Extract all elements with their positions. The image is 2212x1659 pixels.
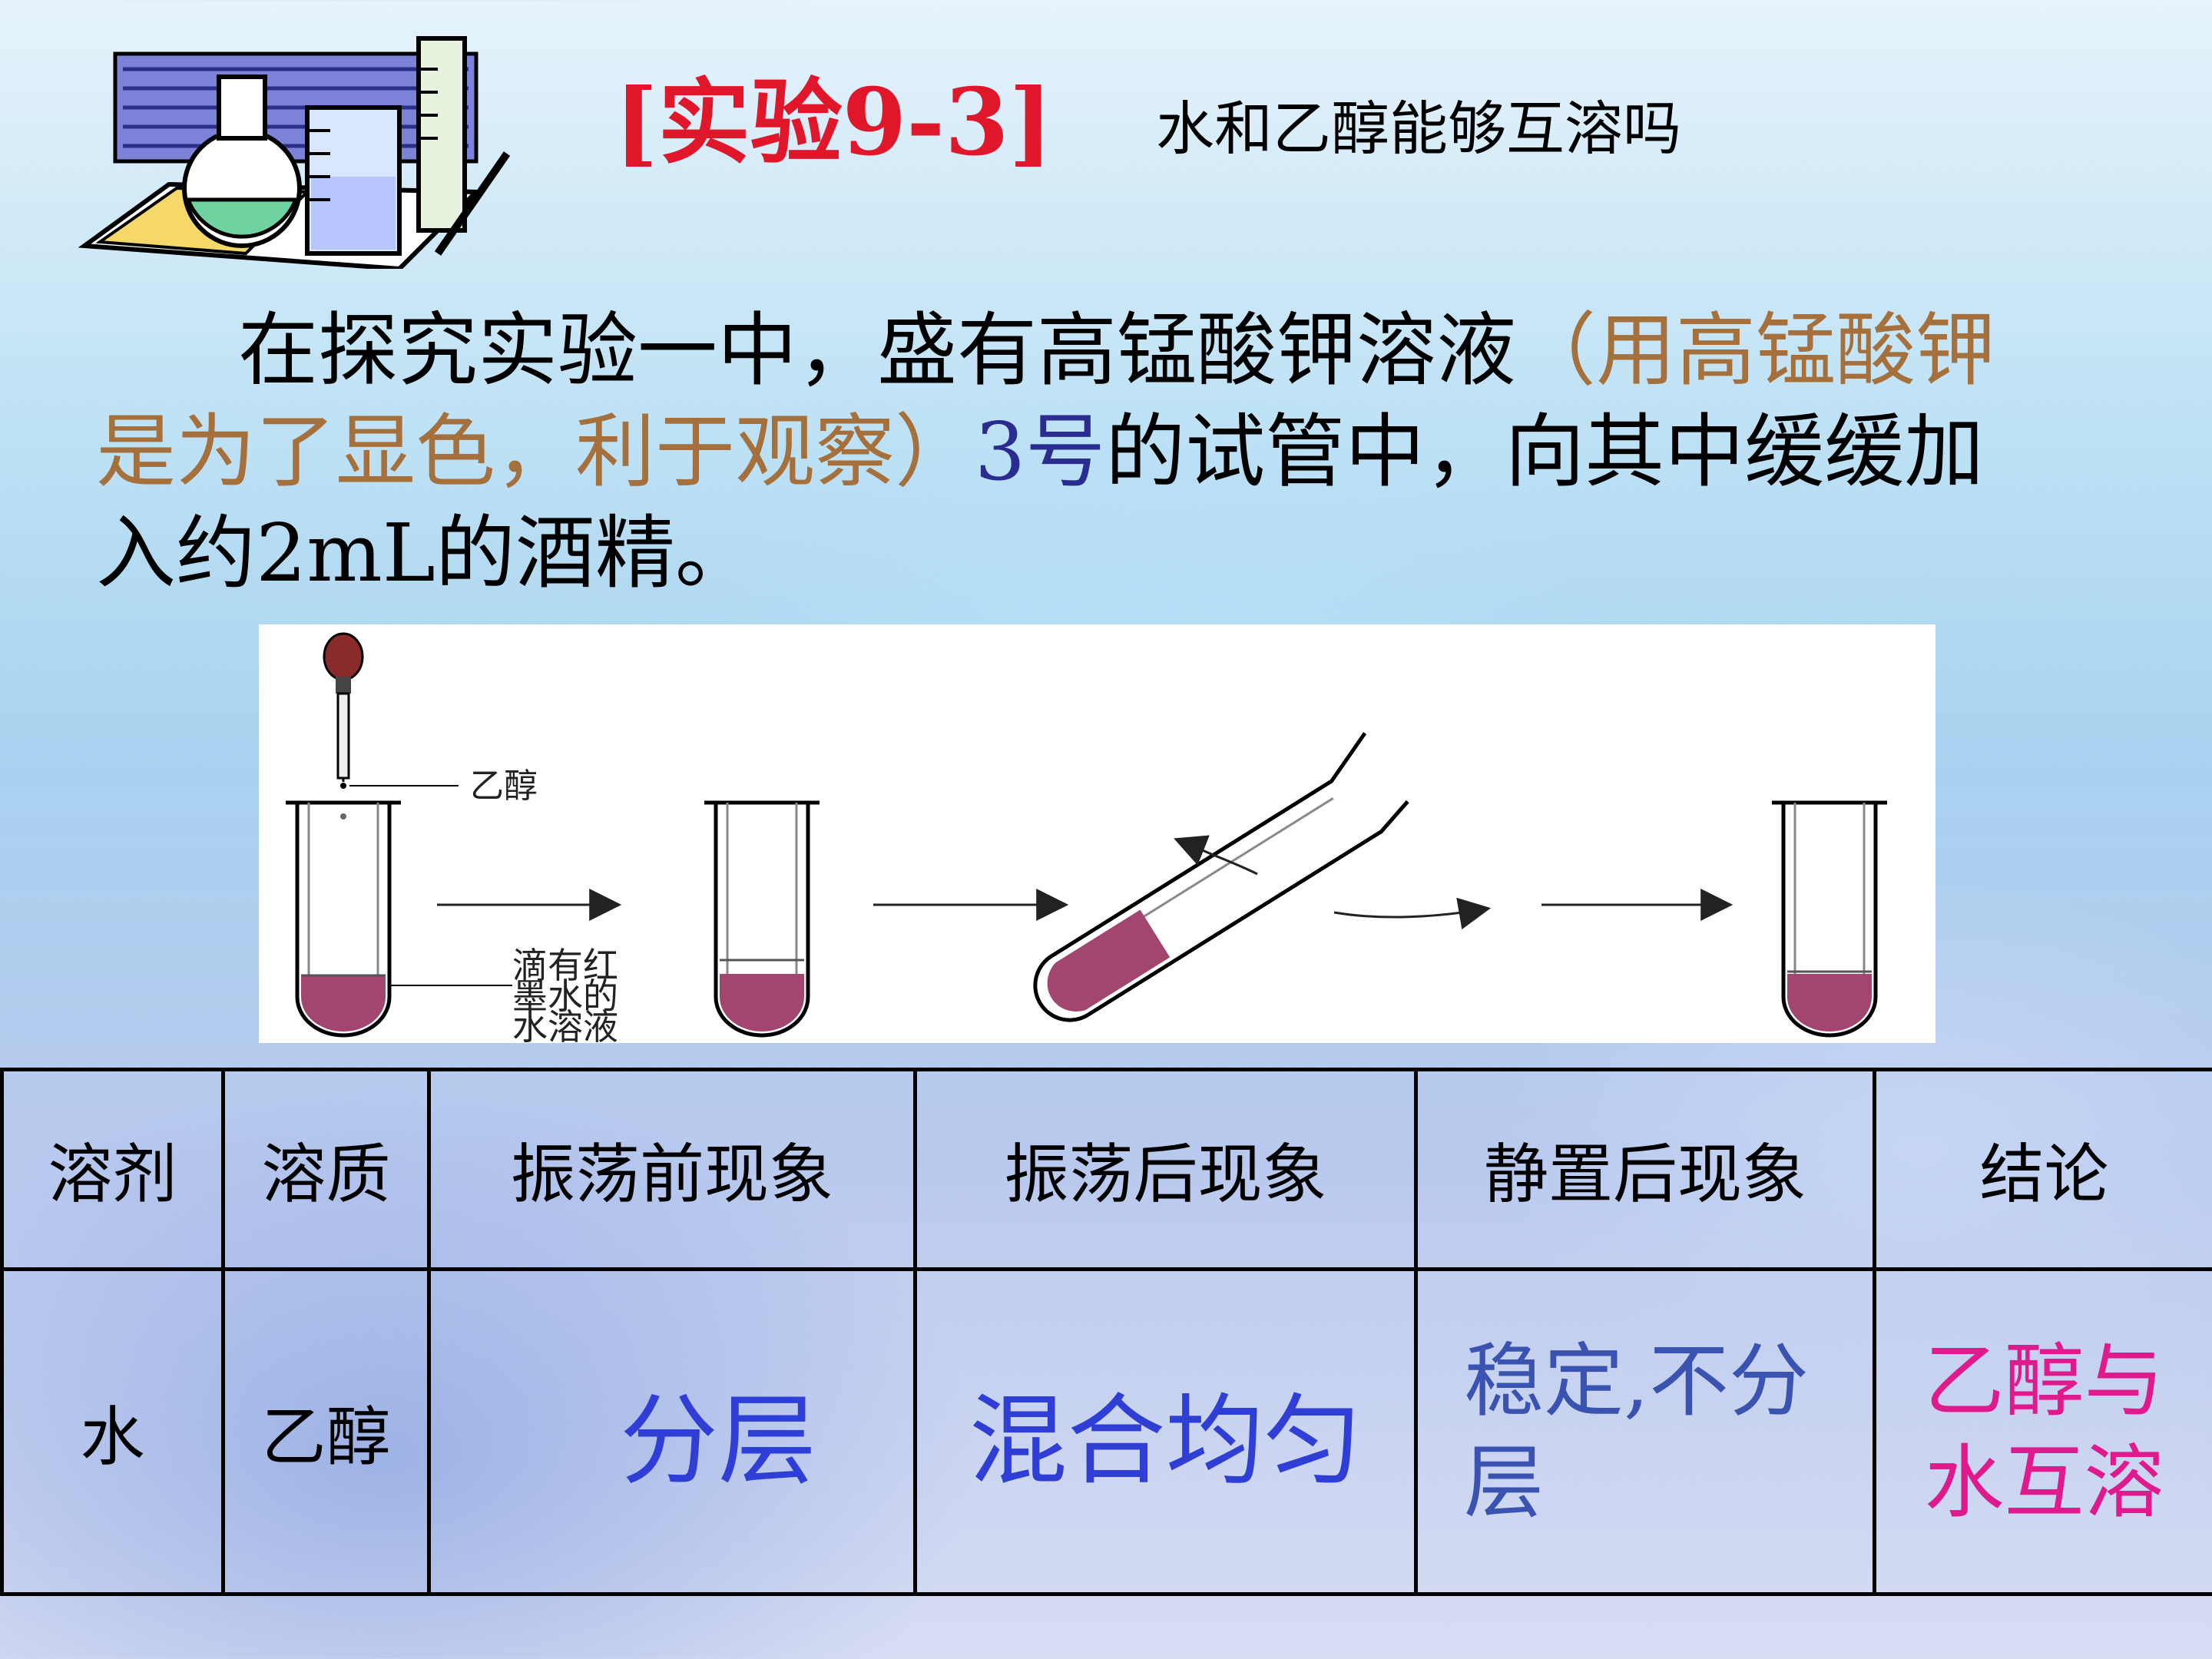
test-tube-icon <box>704 800 820 1038</box>
before-shaking-value: 分层 <box>619 1383 816 1498</box>
label-solution-line-2: 墨水的 <box>512 976 618 1016</box>
test-tube-icon <box>286 800 401 1038</box>
description-part-2: 的试管中，向其中缓缓加入约2mL的酒精。 <box>96 405 1985 600</box>
header-solvent: 溶剂 <box>0 1068 225 1271</box>
test-tube-icon <box>1772 800 1887 1038</box>
cell-after-rest: 稳定,不分层 <box>1414 1267 1876 1596</box>
table-row: 水 乙醇 分层 混合均匀 稳定,不分层 乙醇与水互溶 <box>0 1267 2212 1596</box>
experiment-subtitle: 水和乙醇能够互溶吗 <box>1156 94 1681 163</box>
description-part-1: 在探究实验一中，盛有高锰酸钾溶液 <box>238 303 1517 397</box>
label-solution-line-1: 滴有红 <box>512 945 618 985</box>
description-note: （用高锰酸钾是为了显色，利于观察） <box>96 303 1996 498</box>
label-solution-line-3: 水溶液 <box>512 1007 618 1043</box>
experiment-title: [实验9-3] <box>614 68 1053 177</box>
header-after-shaking: 振荡后现象 <box>913 1068 1418 1271</box>
arrow-right-icon <box>1174 835 1258 876</box>
lab-glassware-icon <box>77 23 568 272</box>
test-tube-icon <box>1033 732 1409 1022</box>
header-conclusion: 结论 <box>1873 1068 2212 1271</box>
cell-conclusion: 乙醇与水互溶 <box>1873 1267 2212 1596</box>
tube-number: 3号 <box>975 405 1106 498</box>
conclusion-line-2: 水互溶 <box>1924 1435 2164 1529</box>
experiment-diagram: 乙醇 滴有红 墨水的 水溶液 <box>259 624 1936 1043</box>
cell-before-shaking: 分层 <box>427 1267 917 1596</box>
header-after-rest: 静置后现象 <box>1414 1068 1876 1271</box>
cell-solvent: 水 <box>0 1267 225 1596</box>
dropper-icon <box>323 632 364 820</box>
header-solute: 溶质 <box>221 1068 431 1271</box>
cell-after-shaking: 混合均匀 <box>913 1267 1418 1596</box>
conclusion-line-1: 乙醇与 <box>1924 1334 2164 1428</box>
table-header-row: 溶剂 溶质 振荡前现象 振荡后现象 静置后现象 结论 <box>0 1068 2212 1271</box>
cell-solute: 乙醇 <box>221 1267 431 1596</box>
experiment-description: 在探究实验一中，盛有高锰酸钾溶液（用高锰酸钾是为了显色，利于观察）3号的试管中，… <box>96 300 2062 604</box>
arrow-right-icon <box>1333 897 1492 930</box>
results-table: 溶剂 溶质 振荡前现象 振荡后现象 静置后现象 结论 水 乙醇 分层 混合均匀 … <box>0 1068 2212 1596</box>
header-before-shaking: 振荡前现象 <box>427 1068 917 1271</box>
label-ethanol: 乙醇 <box>470 767 538 805</box>
